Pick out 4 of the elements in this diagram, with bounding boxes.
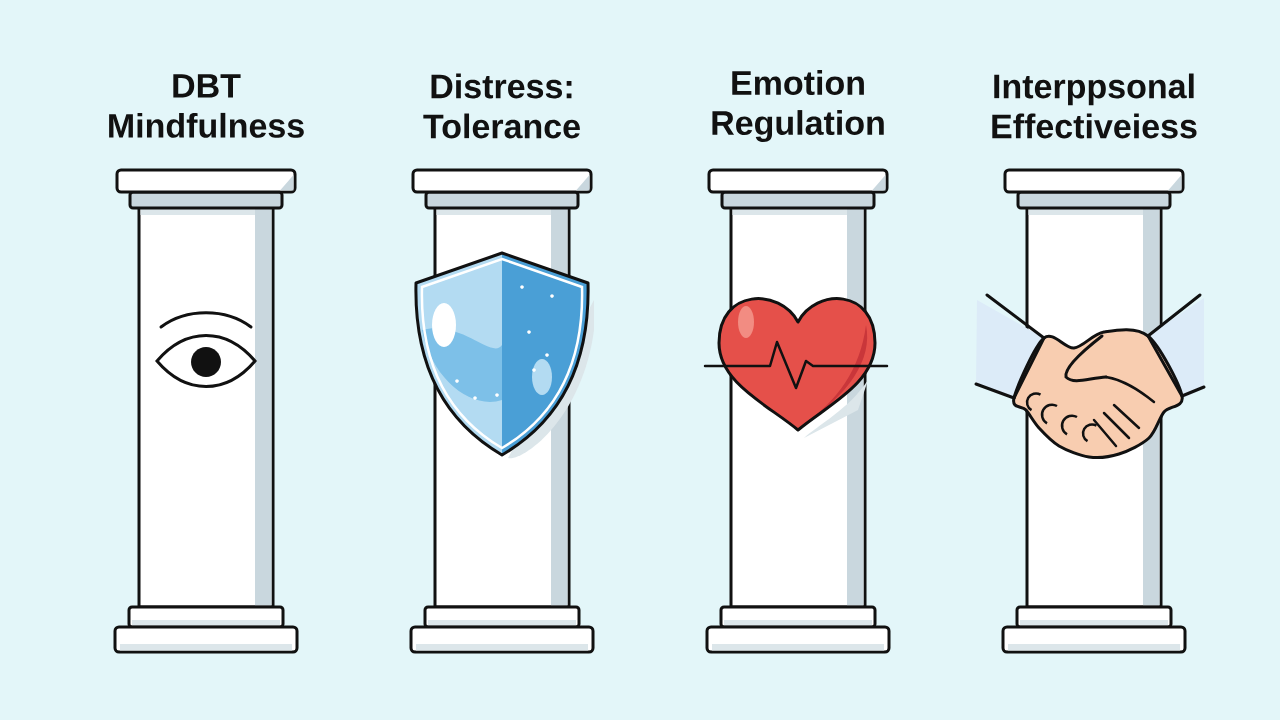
- pillar-heading: DBT Mindfulness: [109, 74, 304, 138]
- pillar-heading: Emotion Regulation: [712, 70, 884, 142]
- pillar-heading: Interppsonal Effectiveiess: [992, 73, 1197, 139]
- pillar-heading: Distress: Tolerance: [423, 73, 580, 139]
